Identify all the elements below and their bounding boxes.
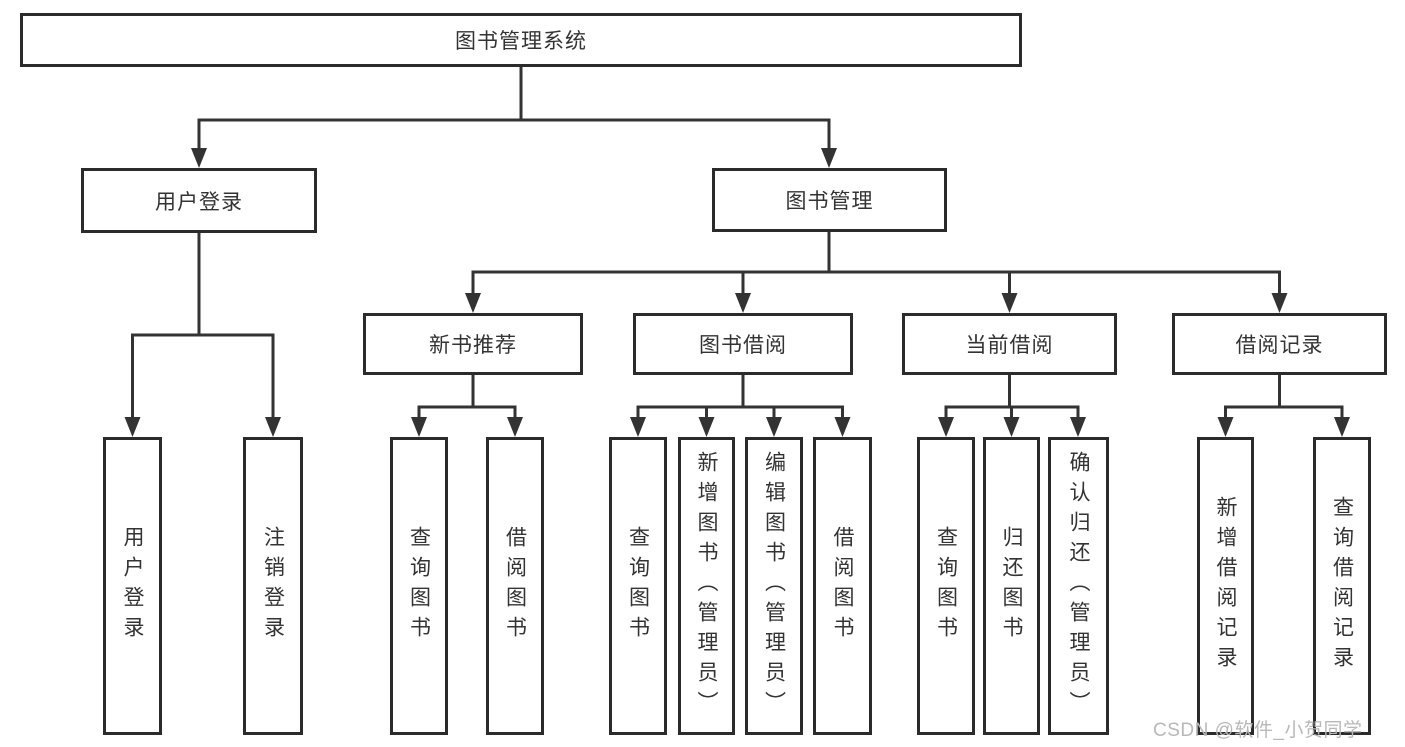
connector-root-to-level2 bbox=[191, 67, 837, 168]
node-current-borrowing: 当前借阅 bbox=[902, 313, 1117, 375]
csdn-watermark: CSDN @软件_小贺同学 bbox=[1153, 720, 1363, 741]
leaf-borrow-books-2-label: 借阅图书 bbox=[831, 526, 854, 646]
leaf-query-books-2: 查询图书 bbox=[609, 437, 667, 735]
leaf-user-login: 用户登录 bbox=[103, 437, 162, 735]
leaf-query-borrow-record-label: 查询借阅记录 bbox=[1330, 496, 1354, 676]
node-user-login: 用户登录 bbox=[81, 168, 317, 233]
leaf-edit-books-admin: 编辑图书（管理员） bbox=[745, 437, 803, 735]
leaf-logout-label: 注销登录 bbox=[261, 526, 285, 646]
node-borrowing-records: 借阅记录 bbox=[1172, 313, 1387, 375]
leaf-borrow-books-1-label: 借阅图书 bbox=[503, 526, 527, 646]
leaf-borrow-books-1: 借阅图书 bbox=[486, 437, 544, 735]
leaf-query-borrow-record: 查询借阅记录 bbox=[1313, 437, 1371, 735]
node-new-book-recommend-label: 新书推荐 bbox=[429, 334, 517, 357]
leaf-borrow-books-2: 借阅图书 bbox=[813, 437, 872, 735]
leaf-add-books-admin-label: 新增图书（管理员） bbox=[695, 451, 718, 721]
leaf-query-books-1-label: 查询图书 bbox=[407, 526, 431, 646]
leaf-add-books-admin: 新增图书（管理员） bbox=[678, 437, 735, 735]
node-user-login-label: 用户登录 bbox=[155, 190, 243, 214]
node-borrowing-records-label: 借阅记录 bbox=[1235, 334, 1324, 357]
node-root-label: 图书管理系统 bbox=[455, 30, 587, 53]
node-book-borrowing-label: 图书借阅 bbox=[699, 334, 787, 357]
node-root-system: 图书管理系统 bbox=[20, 13, 1022, 67]
connector-borrow-records-children bbox=[1217, 375, 1350, 437]
leaf-query-books-3: 查询图书 bbox=[917, 437, 975, 735]
leaf-return-books: 归还图书 bbox=[983, 437, 1040, 735]
leaf-add-borrow-record-label: 新增借阅记录 bbox=[1214, 496, 1237, 676]
connector-book-mgmt-to-level3 bbox=[465, 232, 1288, 313]
node-book-management: 图书管理 bbox=[712, 168, 947, 232]
leaf-query-books-2-label: 查询图书 bbox=[626, 526, 650, 646]
node-new-book-recommend: 新书推荐 bbox=[363, 313, 583, 375]
leaf-confirm-return-admin: 确认归还（管理员） bbox=[1048, 437, 1109, 735]
leaf-query-books-1: 查询图书 bbox=[390, 437, 448, 735]
connector-new-book-rec-children bbox=[411, 375, 523, 437]
node-current-borrowing-label: 当前借阅 bbox=[965, 334, 1054, 357]
leaf-add-borrow-record: 新增借阅记录 bbox=[1197, 437, 1254, 735]
node-book-management-label: 图书管理 bbox=[785, 190, 874, 213]
leaf-user-login-label: 用户登录 bbox=[121, 526, 144, 646]
connector-current-borrow-children bbox=[938, 375, 1086, 437]
leaf-query-books-3-label: 查询图书 bbox=[934, 526, 958, 646]
leaf-logout: 注销登录 bbox=[243, 437, 303, 735]
connector-user-login-children bbox=[124, 233, 281, 437]
node-book-borrowing: 图书借阅 bbox=[633, 313, 853, 375]
leaf-confirm-return-admin-label: 确认归还（管理员） bbox=[1067, 451, 1090, 721]
leaf-return-books-label: 归还图书 bbox=[1000, 526, 1023, 646]
leaf-edit-books-admin-label: 编辑图书（管理员） bbox=[762, 451, 786, 721]
connector-book-borrow-children bbox=[630, 375, 851, 437]
